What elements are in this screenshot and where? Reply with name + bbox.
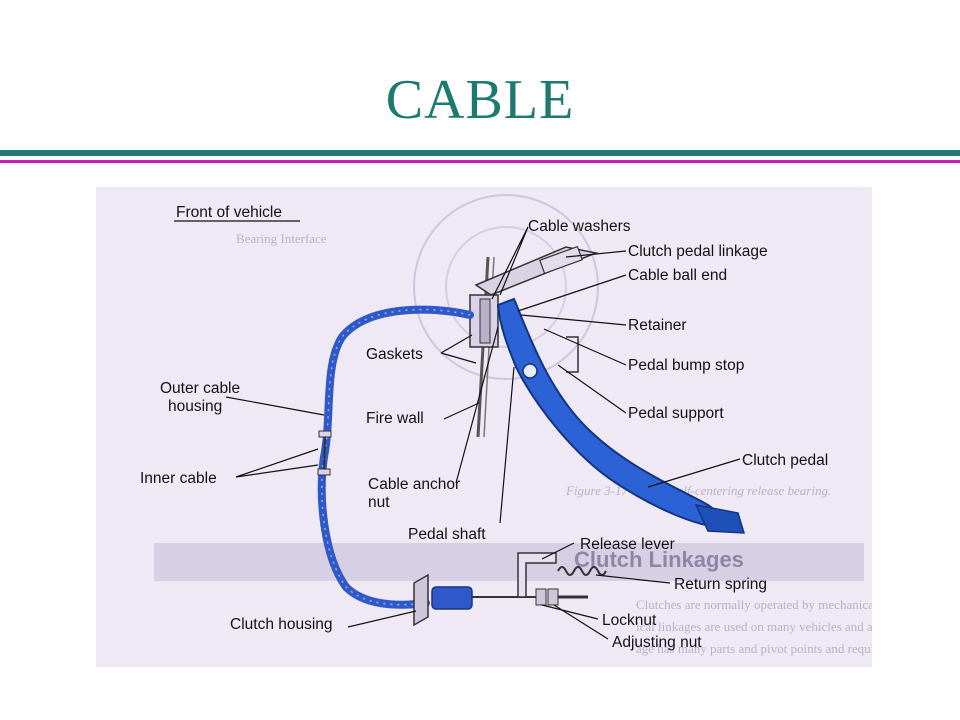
label-return-spring: Return spring [674,576,767,593]
leader-lines [174,220,741,640]
leader-release-lever [541,542,575,560]
label-cable-ball-end: Cable ball end [628,267,727,284]
leader-cable-washers [491,226,529,300]
leader-cable-anchor-nut [455,326,499,484]
inner-cable-sleeve-bottom [317,468,331,476]
label-front-of-vehicle: Front of vehicle [176,204,282,221]
bg-heading-banner [154,543,864,581]
cable-washers [479,298,491,344]
inner-cable [323,436,326,472]
label-cable-anchor-nut-1: Cable anchor [368,476,460,493]
pedal-shaft-bolt [522,363,538,379]
label-pedal-support: Pedal support [628,405,724,422]
pedal-pad [694,503,746,534]
bg-bearing-circle [413,194,599,380]
leader-inner-cable [235,448,319,478]
label-inner-cable: Inner cable [140,470,217,487]
leader-return-spring [595,574,671,584]
label-cable-washers: Cable washers [528,218,631,235]
bg-heading: Clutch Linkages [574,547,744,572]
leader-pedal-shaft [499,366,515,524]
label-fire-wall: Fire wall [366,410,424,427]
leader-adjusting-nut [553,604,609,640]
clutch-pedal-linkage [539,245,583,275]
leader-pedal-bump-stop [543,328,627,366]
leader-locknut [541,604,599,620]
leader-pedal-support [557,364,627,414]
label-pedal-shaft: Pedal shaft [408,526,486,543]
label-clutch-housing: Clutch housing [230,616,333,633]
slide-title: CABLE [385,69,575,131]
bg-para-line-2: ical linkages are used on many vehicles … [636,619,872,634]
leader-clutch-pedal [647,458,741,488]
clutch-housing [413,573,429,627]
leader-clutch-housing [347,610,417,628]
return-spring [557,566,607,576]
title-rule-magenta [0,160,960,163]
label-release-lever: Release lever [580,536,675,553]
cable-diagram-svg: Front of vehicle Cable washers Clutch pe… [140,194,828,651]
inner-cable-sleeve-top [318,430,332,438]
label-retainer: Retainer [628,317,687,334]
label-outer-cable-housing-2: housing [168,398,222,415]
label-clutch-pedal: Clutch pedal [742,452,828,469]
bg-para-line-1: Clutches are normally operated by mechan… [636,597,872,612]
leader-clutch-pedal-linkage [565,250,627,258]
label-adjusting-nut: Adjusting nut [612,634,702,651]
cable-boot [431,586,473,610]
label-locknut: Locknut [602,612,657,629]
label-clutch-pedal-linkage: Clutch pedal linkage [628,243,768,260]
adjusting-nut [547,588,559,606]
label-outer-cable-housing-1: Outer cable [160,380,240,397]
bg-bearing-interface: Bearing Interface [236,231,327,246]
leader-cable-ball-end [517,274,627,312]
bg-para-line-3: age has many parts and pivot points and … [636,641,872,656]
outer-cable-ribs [321,308,471,606]
leader-fire-wall [443,402,480,420]
locknut [535,588,547,606]
release-lever [517,552,557,598]
label-gaskets: Gaskets [366,346,423,363]
bg-bearing-circle-inner [445,226,567,348]
label-cable-anchor-nut-2: nut [368,494,390,511]
cable-diagram-figure: Bearing Interface Figure 3-17 Typical se… [96,187,872,667]
pedal-support-plate [566,336,579,373]
label-pedal-bump-stop: Pedal bump stop [628,357,744,374]
leader-retainer [520,314,627,326]
leader-gaskets [440,334,477,364]
leader-outer-cable-housing [225,396,325,416]
title-rule-teal [0,150,960,156]
